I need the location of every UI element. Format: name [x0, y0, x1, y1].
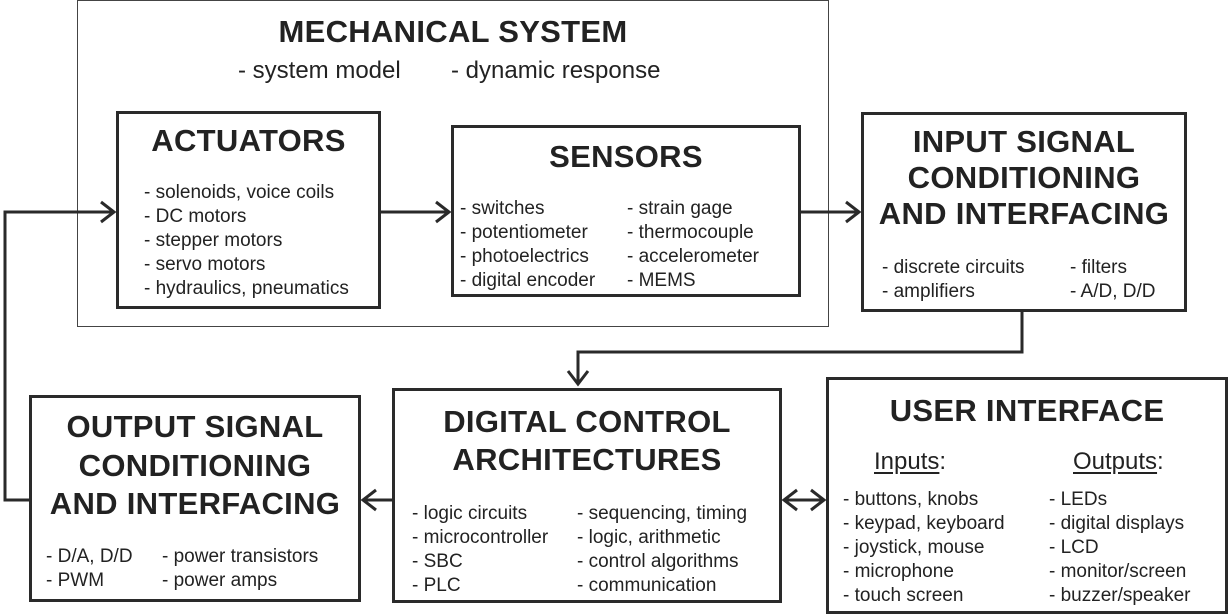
ui-output-item: - digital displays: [1049, 513, 1185, 534]
actuators-title: ACTUATORS: [151, 123, 346, 158]
mechanical-item-dynamic-response: - dynamic response: [451, 57, 661, 84]
sensor-item: - strain gage: [627, 198, 733, 219]
inputs-heading-text: Inputs: [874, 448, 940, 475]
input-signal-title-line1: INPUT SIGNAL: [912, 124, 1136, 159]
input-signal-item: - discrete circuits: [882, 257, 1025, 278]
actuators-list: - solenoids, voice coils - DC motors - s…: [144, 181, 349, 301]
ui-input-item: - keypad, keyboard: [843, 513, 1005, 534]
output-signal-list-1: - D/A, D/D - PWM: [46, 545, 133, 593]
input-signal-title-line3: AND INTERFACING: [878, 196, 1170, 231]
sensors-box: SENSORS - switches - potentiometer - pho…: [451, 125, 801, 297]
actuator-item: - stepper motors: [144, 230, 283, 251]
user-interface-box: USER INTERFACE Inputs: Outputs: - button…: [826, 377, 1228, 614]
ui-input-item: - touch screen: [843, 585, 964, 606]
output-signal-item: - D/A, D/D: [46, 546, 133, 567]
output-signal-list-2: - power transistors - power amps: [162, 545, 318, 593]
actuator-item: - servo motors: [144, 254, 266, 275]
sensors-list-1: - switches - potentiometer - photoelectr…: [460, 197, 595, 293]
sensor-item: - potentiometer: [460, 222, 588, 243]
ui-output-item: - LEDs: [1049, 489, 1108, 510]
sensor-item: - MEMS: [627, 270, 696, 291]
inputs-colon: :: [939, 448, 947, 475]
digital-control-list-2: - sequencing, timing - logic, arithmetic…: [577, 502, 747, 598]
actuator-item: - hydraulics, pneumatics: [144, 278, 349, 299]
output-signal-title-line1: OUTPUT SIGNAL: [66, 409, 324, 444]
output-signal-title-line3: AND INTERFACING: [49, 486, 341, 521]
ui-output-item: - monitor/screen: [1049, 561, 1187, 582]
ui-inputs-list: - buttons, knobs - keypad, keyboard - jo…: [843, 488, 1005, 608]
input-signal-title-line2: CONDITIONING: [907, 160, 1141, 195]
sensor-item: - digital encoder: [460, 270, 596, 291]
sensors-title: SENSORS: [549, 139, 703, 174]
inputs-heading: Inputs:: [874, 448, 946, 476]
input-signal-item: - amplifiers: [882, 281, 975, 302]
arrowhead-sensors-to-input: [845, 200, 862, 224]
mechanical-system-title: MECHANICAL SYSTEM: [278, 14, 628, 49]
input-signal-list-2: - filters - A/D, D/D: [1070, 256, 1156, 304]
actuators-box: ACTUATORS - solenoids, voice coils - DC …: [116, 111, 381, 309]
sensor-item: - thermocouple: [627, 222, 754, 243]
arrow-output-to-actuators: [3, 210, 112, 502]
output-signal-box: OUTPUT SIGNAL CONDITIONING AND INTERFACI…: [29, 395, 361, 602]
output-signal-item: - PWM: [46, 570, 105, 591]
digital-control-item: - control algorithms: [577, 551, 739, 572]
mechanical-system-frame: MECHANICAL SYSTEM - system model - dynam…: [77, 0, 829, 327]
digital-control-item: - PLC: [412, 575, 461, 596]
output-signal-item: - power transistors: [162, 546, 319, 567]
digital-control-box: DIGITAL CONTROL ARCHITECTURES - logic ci…: [392, 388, 782, 603]
ui-input-item: - joystick, mouse: [843, 537, 985, 558]
sensors-list-2: - strain gage - thermocouple - accelerom…: [627, 197, 759, 293]
arrowhead-input-to-digital: [566, 370, 590, 387]
ui-input-item: - microphone: [843, 561, 954, 582]
sensor-item: - switches: [460, 198, 545, 219]
ui-output-item: - LCD: [1049, 537, 1099, 558]
digital-control-item: - sequencing, timing: [577, 503, 748, 524]
ui-input-item: - buttons, knobs: [843, 489, 979, 510]
digital-control-item: - logic circuits: [412, 503, 528, 524]
outputs-heading: Outputs:: [1073, 448, 1164, 476]
input-signal-item: - A/D, D/D: [1070, 281, 1156, 302]
input-signal-list-1: - discrete circuits - amplifiers: [882, 256, 1025, 304]
outputs-colon: :: [1157, 448, 1164, 475]
input-signal-item: - filters: [1070, 257, 1127, 278]
digital-control-title-line1: DIGITAL CONTROL: [443, 404, 731, 439]
digital-control-item: - communication: [577, 575, 717, 596]
digital-control-list-1: - logic circuits - microcontroller - SBC…: [412, 502, 548, 598]
actuator-item: - solenoids, voice coils: [144, 182, 335, 203]
arrowhead-digital-ui-right: [810, 488, 827, 512]
input-signal-box: INPUT SIGNAL CONDITIONING AND INTERFACIN…: [861, 112, 1187, 312]
user-interface-title: USER INTERFACE: [889, 393, 1165, 428]
digital-control-item: - microcontroller: [412, 527, 549, 548]
sensor-item: - photoelectrics: [460, 246, 589, 267]
digital-control-item: - logic, arithmetic: [577, 527, 721, 548]
arrowhead-digital-to-output: [360, 488, 377, 512]
outputs-heading-text: Outputs: [1073, 448, 1158, 475]
output-signal-title-line2: CONDITIONING: [78, 448, 312, 483]
arrow-input-to-digital: [576, 312, 1024, 382]
sensor-item: - accelerometer: [627, 246, 759, 267]
arrowhead-output-to-actuators: [100, 200, 117, 224]
output-signal-item: - power amps: [162, 570, 278, 591]
arrowhead-digital-ui-left: [781, 488, 798, 512]
arrowhead-actuators-to-sensors: [435, 200, 452, 224]
actuator-item: - DC motors: [144, 206, 247, 227]
ui-outputs-list: - LEDs - digital displays - LCD - monito…: [1049, 488, 1191, 608]
digital-control-item: - SBC: [412, 551, 463, 572]
ui-output-item: - buzzer/speaker: [1049, 585, 1191, 606]
mechanical-item-system-model: - system model: [238, 57, 401, 84]
digital-control-title-line2: ARCHITECTURES: [452, 442, 722, 477]
